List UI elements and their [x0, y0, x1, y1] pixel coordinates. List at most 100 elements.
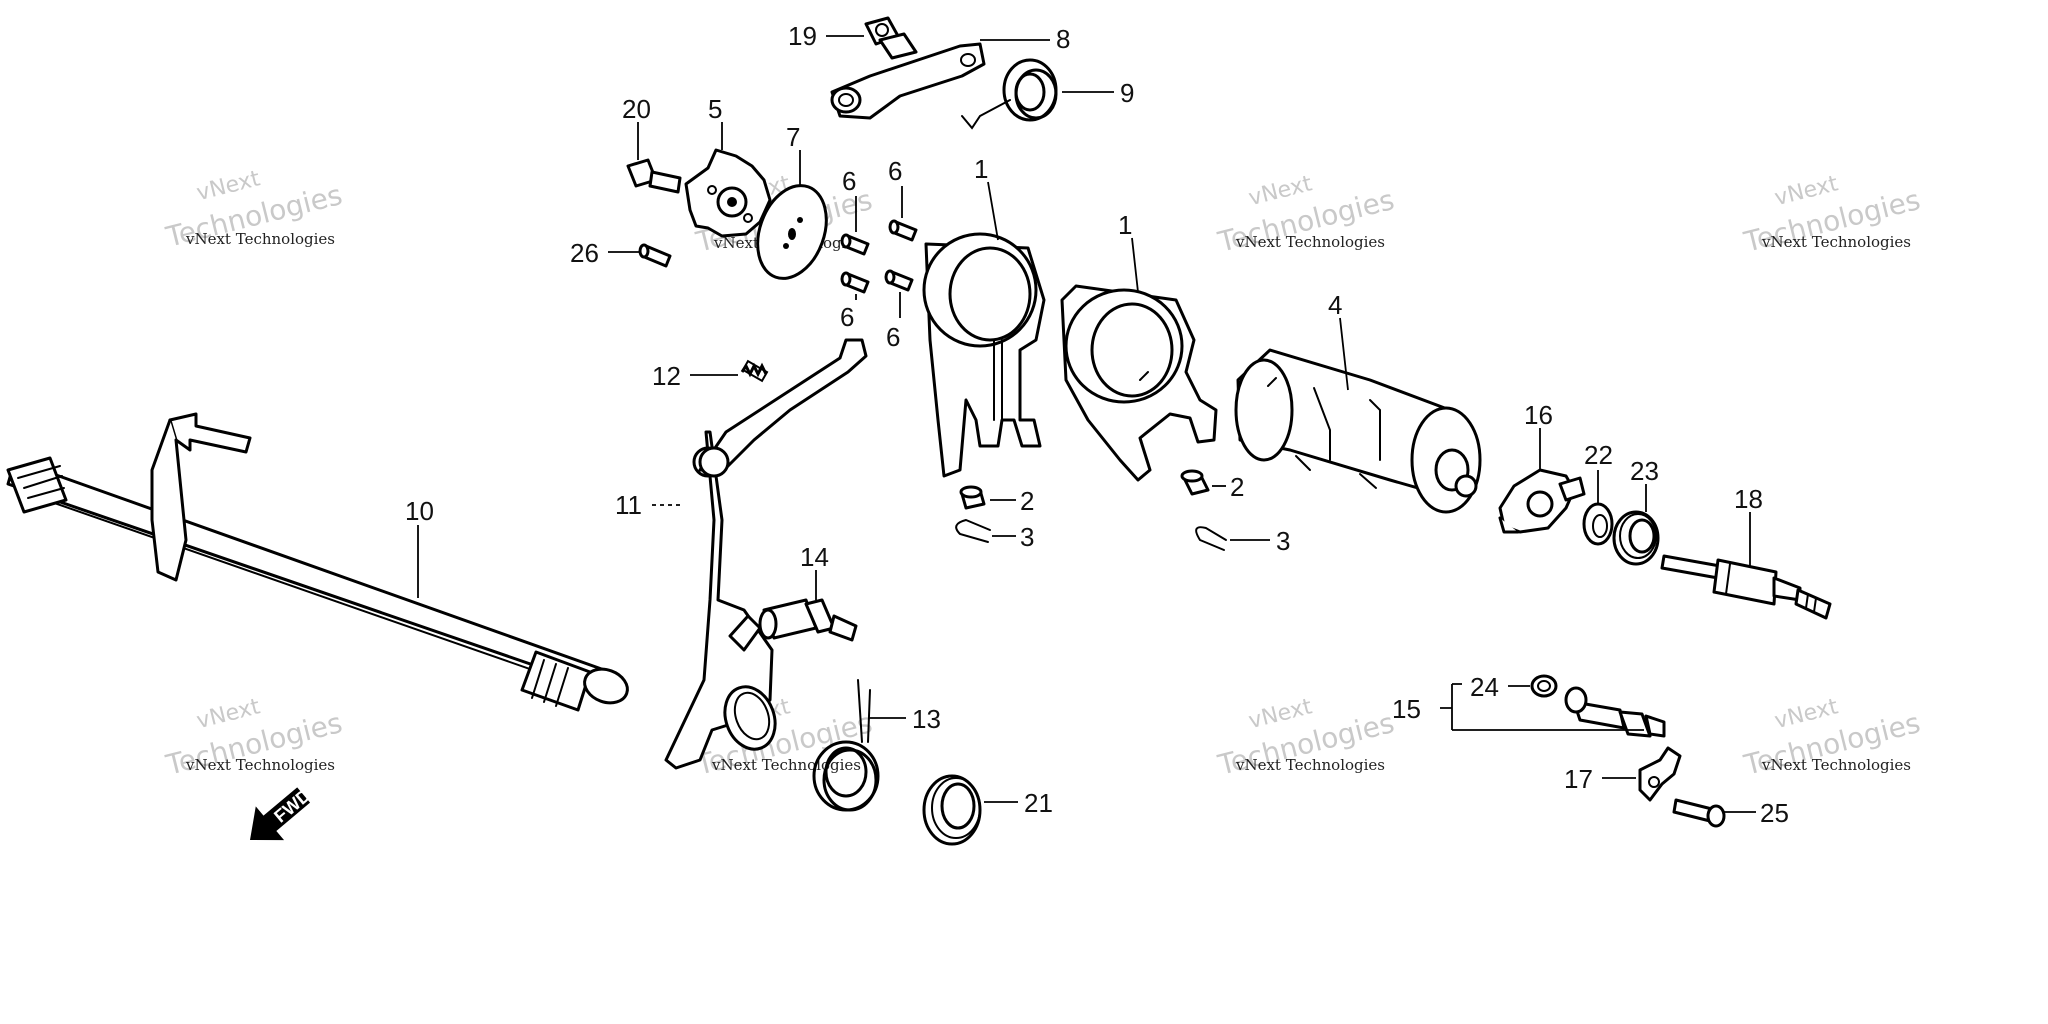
callout-label: 8 — [1056, 24, 1070, 54]
callout-16: 16 — [1524, 400, 1553, 470]
callout-7: 7 — [786, 122, 801, 186]
callout-label: 23 — [1630, 456, 1659, 486]
callout-label: 6 — [840, 302, 854, 332]
part-shift-fork — [922, 232, 1046, 478]
callout-20: 20 — [622, 94, 651, 160]
callout-label: 15 — [1392, 694, 1421, 724]
callout-26: 26 — [570, 238, 640, 268]
callout-3: 3 — [992, 522, 1034, 552]
callout-2: 2 — [1212, 472, 1244, 502]
callout-label: 19 — [788, 21, 817, 51]
callout-label: 16 — [1524, 400, 1553, 430]
callout-6: 6 — [842, 166, 857, 232]
part-shift-drum-cam — [684, 148, 772, 238]
callout-label: 9 — [1120, 78, 1134, 108]
callout-13: 13 — [868, 704, 941, 734]
watermark-line2: vNext Technologies — [1761, 233, 1911, 251]
part-oil-seal — [922, 774, 982, 846]
part-shift-arm-plate — [698, 338, 868, 478]
callout-label: 4 — [1328, 290, 1342, 320]
callout-label: 6 — [888, 156, 902, 186]
callout-label: 10 — [405, 496, 434, 526]
callout-label: 12 — [652, 361, 681, 391]
callout-label: 14 — [800, 542, 829, 572]
part-o-ring — [1530, 674, 1558, 698]
callout-9: 9 — [1062, 78, 1134, 108]
callout-21: 22 — [1584, 440, 1613, 504]
watermark-line2: vNext Technologies — [711, 756, 861, 774]
callout-22: 23 — [1630, 456, 1659, 512]
callout-label: 1 — [974, 154, 988, 184]
front-direction-arrow-icon: FWD — [250, 785, 315, 841]
part-pin-26 — [638, 243, 672, 268]
callout-8: 8 — [980, 24, 1070, 54]
part-fork-clip — [1195, 526, 1227, 551]
part-shift-fork — [1060, 284, 1218, 482]
callout-5: 5 — [708, 94, 723, 150]
fwd-label: FWD — [270, 785, 314, 827]
part-shift-shaft — [6, 412, 629, 712]
part-pivot-stud — [758, 598, 858, 642]
part-shift-drum-plate — [756, 184, 828, 280]
callout-3: 3 — [1230, 526, 1290, 556]
callout-12: 12 — [652, 361, 738, 391]
part-bearing — [1612, 510, 1660, 566]
callout-label: 26 — [570, 238, 599, 268]
part-stopper-arm — [830, 42, 986, 120]
callout-label: 11 — [615, 490, 642, 520]
callout-4: 4 — [1328, 290, 1349, 391]
callout-15: 15 — [1392, 683, 1644, 731]
part-return-spring-small — [740, 359, 769, 383]
part-washer — [1582, 502, 1614, 546]
callout-1: 1 — [1118, 210, 1139, 293]
part-fork-clip — [955, 518, 991, 543]
watermark-line2: vNext Technologies — [1235, 233, 1385, 251]
part-guide-pin — [840, 271, 870, 294]
part-bearing-retainer — [1498, 468, 1586, 534]
part-guide-pin — [884, 269, 914, 292]
callout-label: 6 — [842, 166, 856, 196]
watermark-line2: vNext Technologies — [1235, 756, 1385, 774]
watermark-line2: vNext Technologies — [185, 230, 335, 248]
part-bolt-20 — [626, 158, 682, 194]
part-stopper-plate — [1638, 746, 1682, 802]
part-shift-drum — [1234, 348, 1482, 514]
watermark-line2: vNext Technologies — [1761, 756, 1911, 774]
part-torsion-spring — [812, 679, 880, 812]
callout-label: 20 — [622, 94, 651, 124]
part-shift-arm — [664, 430, 777, 770]
part-fork-pin — [959, 485, 986, 510]
part-screw-25 — [1672, 798, 1726, 828]
part-guide-pin — [888, 219, 918, 242]
part-guide-pin — [840, 233, 870, 256]
callout-6: 6 — [840, 294, 857, 332]
callout-18: 18 — [1734, 484, 1763, 568]
callout-label: 25 — [1760, 798, 1789, 828]
callout-label: 1 — [1118, 210, 1132, 240]
callout-label: 2 — [1020, 486, 1034, 516]
watermark-line2: vNext Technologies — [185, 756, 335, 774]
callout-24: 24 — [1470, 672, 1530, 702]
callout-23: 21 — [984, 788, 1053, 818]
part-drum-shaft — [1660, 554, 1832, 620]
callout-label: 13 — [912, 704, 941, 734]
callout-2: 2 — [990, 486, 1034, 516]
callout-19: 19 — [788, 21, 864, 51]
callout-label: 6 — [886, 322, 900, 352]
callout-1: 1 — [974, 154, 999, 241]
part-stopper-spring — [961, 58, 1058, 130]
part-fork-pin — [1180, 469, 1210, 496]
callout-label: 7 — [786, 122, 800, 152]
callout-label: 2 — [1230, 472, 1244, 502]
callout-11: 11 — [615, 490, 680, 520]
part-bolt-19 — [864, 16, 918, 60]
callout-label: 21 — [1024, 788, 1053, 818]
callout-label: 3 — [1276, 526, 1290, 556]
callout-14: 14 — [800, 542, 829, 600]
callout-label: 17 — [1564, 764, 1593, 794]
callout-25: 25 — [1724, 798, 1789, 828]
callout-6: 6 — [886, 292, 901, 352]
callout-label: 3 — [1020, 522, 1034, 552]
callout-6: 6 — [888, 156, 903, 218]
